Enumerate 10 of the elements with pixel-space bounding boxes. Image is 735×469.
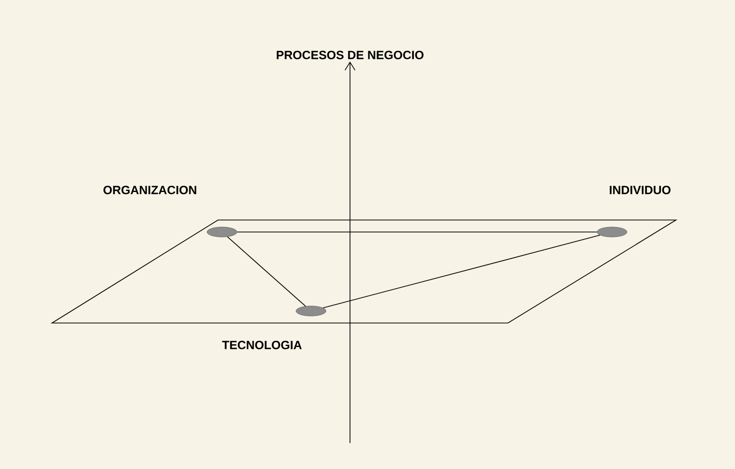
axis-label: PROCESOS DE NEGOCIO [276, 50, 424, 60]
ellipse-marker [596, 226, 628, 238]
axis-arrow [344, 61, 356, 444]
vertex-label: INDIVIDUO [610, 186, 670, 194]
vertex-label: ORGANIZACION [104, 186, 196, 194]
vertex-label: TECNOLOGIA [222, 340, 302, 350]
connector-line [322, 234, 600, 308]
connector-line [227, 236, 306, 307]
ellipse-marker [296, 306, 326, 316]
ellipse-marker [206, 226, 238, 238]
